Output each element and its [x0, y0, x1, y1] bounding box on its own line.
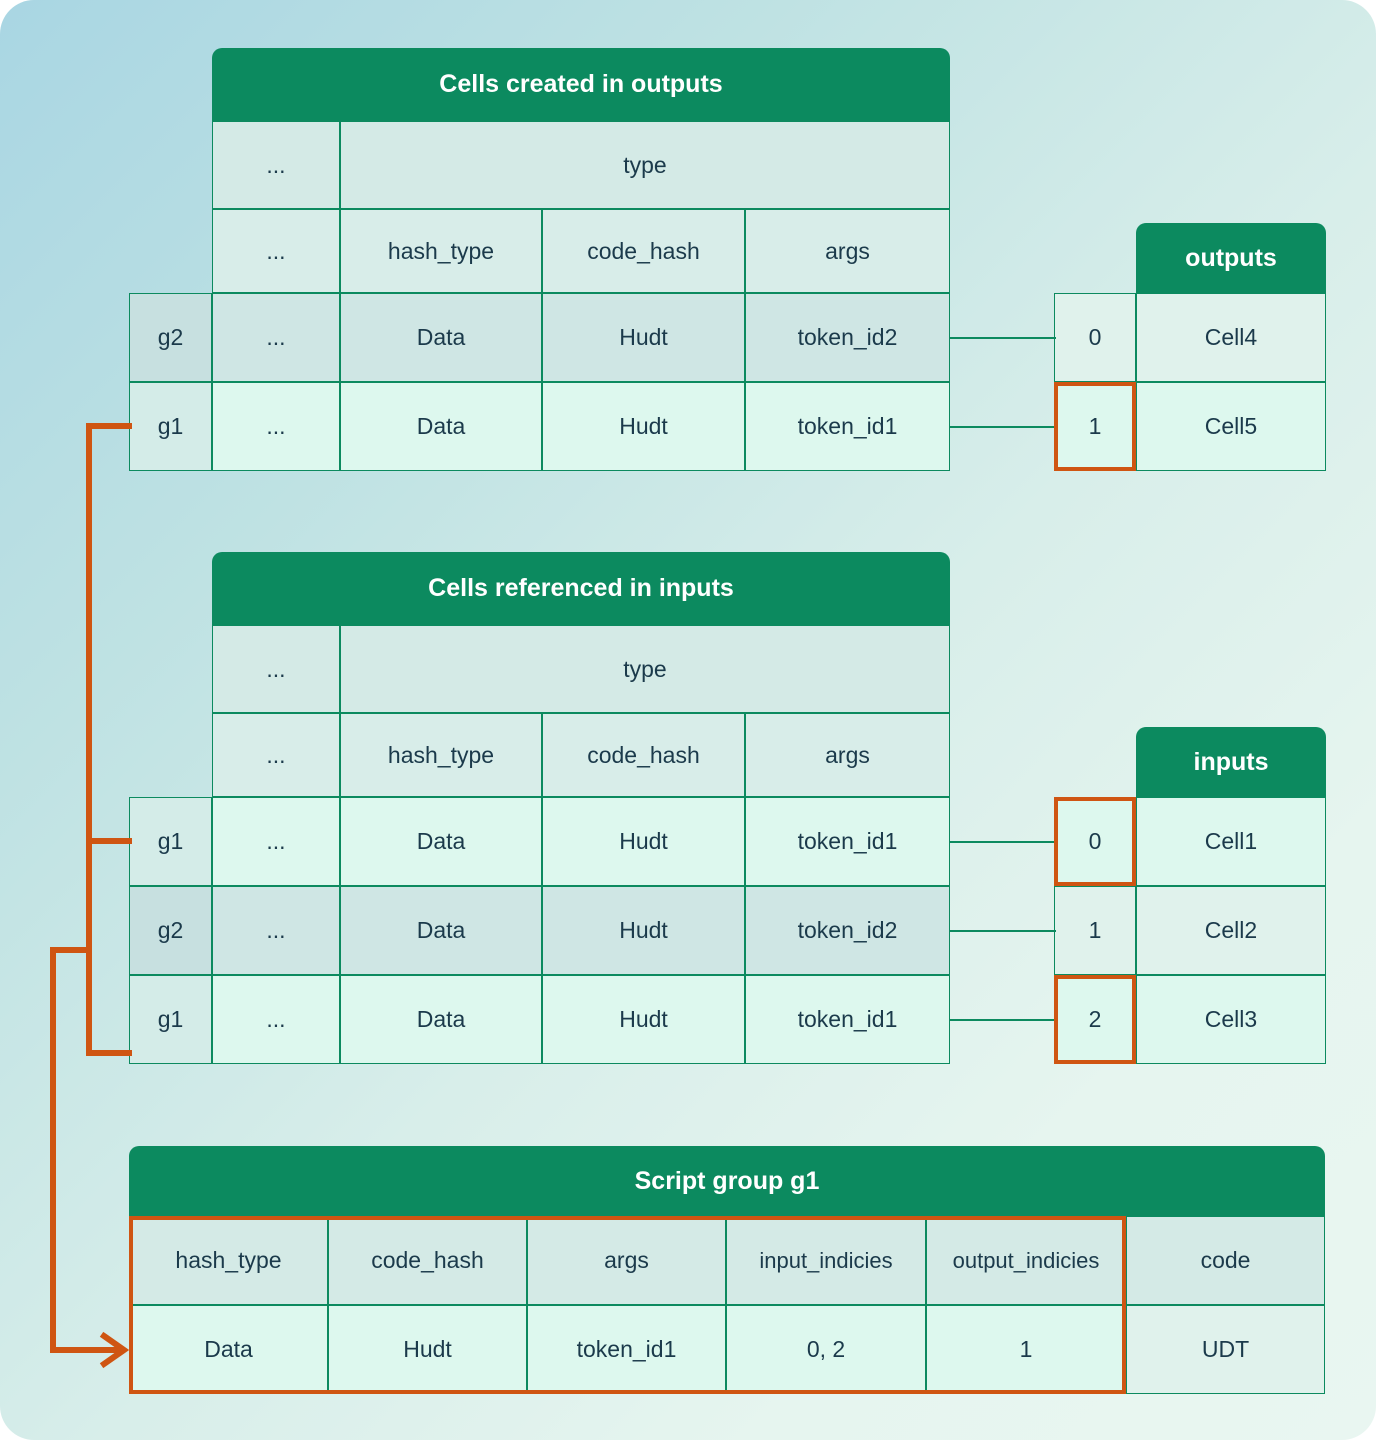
script-group-header-input-indicies: input_indicies	[726, 1216, 926, 1305]
inputs-row-hash-type: Data	[340, 886, 542, 975]
inputs-row-ellipsis: ...	[212, 975, 340, 1064]
inputs-row-code-hash: Hudt	[542, 975, 745, 1064]
inputs-header-ellipsis: ...	[212, 625, 340, 713]
inputs-row-code-hash: Hudt	[542, 797, 745, 886]
inputs-row-group: g1	[129, 975, 212, 1064]
outputs-index-number: 0	[1054, 293, 1136, 382]
inputs-index-number-highlighted: 2	[1054, 975, 1136, 1064]
connector-line	[950, 426, 1056, 428]
connector-line	[950, 930, 1056, 932]
outputs-index-cell: Cell4	[1136, 293, 1326, 382]
script-group-value-code: UDT	[1126, 1305, 1325, 1394]
script-group-value-hash-type: Data	[129, 1305, 328, 1394]
connector-line	[950, 337, 1056, 339]
script-group-header-output-indicies: output_indicies	[926, 1216, 1126, 1305]
outputs-subheader-code-hash: code_hash	[542, 209, 745, 293]
outputs-row-args: token_id1	[745, 382, 950, 471]
outputs-row-code-hash: Hudt	[542, 382, 745, 471]
outputs-row-hash-type: Data	[340, 382, 542, 471]
script-group-header-code: code	[1126, 1216, 1325, 1305]
inputs-index-cell: Cell1	[1136, 797, 1326, 886]
inputs-index-cell: Cell3	[1136, 975, 1326, 1064]
outputs-row-code-hash: Hudt	[542, 293, 745, 382]
inputs-row-args: token_id2	[745, 886, 950, 975]
outputs-row-ellipsis: ...	[212, 382, 340, 471]
inputs-subheader-code-hash: code_hash	[542, 713, 745, 797]
outputs-row-ellipsis: ...	[212, 293, 340, 382]
inputs-index-title: inputs	[1136, 727, 1326, 797]
inputs-row-group: g2	[129, 886, 212, 975]
inputs-index-number: 1	[1054, 886, 1136, 975]
outputs-row-hash-type: Data	[340, 293, 542, 382]
inputs-row-hash-type: Data	[340, 975, 542, 1064]
inputs-row-hash-type: Data	[340, 797, 542, 886]
script-group-header-hash-type: hash_type	[129, 1216, 328, 1305]
outputs-subheader-args: args	[745, 209, 950, 293]
script-group-title: Script group g1	[129, 1146, 1325, 1216]
outputs-index-number-highlighted: 1	[1054, 382, 1136, 471]
inputs-row-args: token_id1	[745, 975, 950, 1064]
script-group-value-input-indicies: 0, 2	[726, 1305, 926, 1394]
inputs-table-title: Cells referenced in inputs	[212, 552, 950, 625]
inputs-row-code-hash: Hudt	[542, 886, 745, 975]
script-group-value-output-indicies: 1	[926, 1305, 1126, 1394]
outputs-table-title: Cells created in outputs	[212, 48, 950, 121]
outputs-header-type: type	[340, 121, 950, 209]
outputs-subheader-ellipsis: ...	[212, 209, 340, 293]
inputs-row-ellipsis: ...	[212, 797, 340, 886]
script-group-value-args: token_id1	[527, 1305, 726, 1394]
inputs-index-cell: Cell2	[1136, 886, 1326, 975]
outputs-header-ellipsis: ...	[212, 121, 340, 209]
inputs-row-ellipsis: ...	[212, 886, 340, 975]
outputs-row-args: token_id2	[745, 293, 950, 382]
inputs-row-group: g1	[129, 797, 212, 886]
script-group-value-code-hash: Hudt	[328, 1305, 527, 1394]
outputs-index-title: outputs	[1136, 223, 1326, 293]
script-group-header-args: args	[527, 1216, 726, 1305]
outputs-row-group: g1	[129, 382, 212, 471]
inputs-subheader-ellipsis: ...	[212, 713, 340, 797]
inputs-header-type: type	[340, 625, 950, 713]
script-group-header-code-hash: code_hash	[328, 1216, 527, 1305]
inputs-subheader-hash-type: hash_type	[340, 713, 542, 797]
outputs-subheader-hash-type: hash_type	[340, 209, 542, 293]
outputs-index-cell: Cell5	[1136, 382, 1326, 471]
connector-line	[950, 841, 1056, 843]
outputs-row-group: g2	[129, 293, 212, 382]
inputs-subheader-args: args	[745, 713, 950, 797]
connector-line	[950, 1019, 1056, 1021]
inputs-index-number-highlighted: 0	[1054, 797, 1136, 886]
inputs-row-args: token_id1	[745, 797, 950, 886]
